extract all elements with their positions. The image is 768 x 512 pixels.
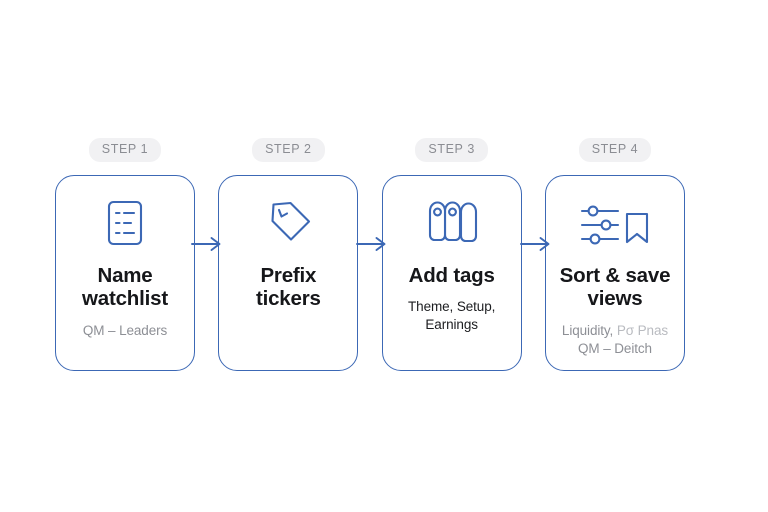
card-title-line1: Sort & save <box>559 263 671 287</box>
document-list-icon <box>103 194 147 256</box>
card-subtitle-line1: QM – Leaders <box>82 323 168 339</box>
card-subtitle-1: QM – Leaders <box>83 322 167 340</box>
step-group-2: STEP 2 Prefix tickers <box>218 138 359 371</box>
card-title-2: Prefix tickers <box>256 264 321 312</box>
card-subtitle-3: Theme, Setup, Earnings <box>408 298 495 334</box>
arrow-step2-to-step3 <box>355 233 389 255</box>
steps-row: STEP 1 Name watchlist <box>55 138 685 371</box>
card-subtitle-line1: Theme, Setup, <box>408 299 496 315</box>
multiple-tags-icon <box>423 194 481 256</box>
step-group-4: STEP 4 Sort & save views <box>544 138 685 371</box>
card-subtitle-4: Liquidity, Pσ Pnas QM – Deitch <box>562 322 668 358</box>
tag-icon <box>260 194 316 256</box>
step-badge-3: STEP 3 <box>415 138 488 162</box>
step-badge-1: STEP 1 <box>88 138 162 162</box>
card-subtitle-line2: QM – Deitch <box>578 340 652 356</box>
step-card-1[interactable]: Name watchlist QM – Leaders <box>55 174 195 371</box>
card-title-line1: Add tags <box>408 263 495 287</box>
sliders-bookmark-icon <box>577 194 653 256</box>
step-card-2[interactable]: Prefix tickers <box>218 174 359 371</box>
card-title-line2: watchlist <box>82 287 168 311</box>
card-subtitle-line1: Liquidity, Pσ Pnas <box>562 322 668 340</box>
step-group-3: STEP 3 Add tags Theme, Setup, E <box>381 138 522 371</box>
card-title-line2: views <box>587 287 643 311</box>
card-subtitle-line1-faded: Pσ Pnas <box>616 323 669 339</box>
arrow-step1-to-step2 <box>190 233 224 255</box>
card-title-4: Sort & save views <box>560 264 671 312</box>
step-card-3[interactable]: Add tags Theme, Setup, Earnings <box>381 174 522 371</box>
card-title-1: Name watchlist <box>82 264 168 312</box>
card-subtitle-line1-main: Liquidity, <box>561 323 617 339</box>
arrow-step3-to-step4 <box>519 233 553 255</box>
card-title-3: Add tags <box>409 264 495 288</box>
card-subtitle-line2: Earnings <box>425 317 478 333</box>
step-badge-2: STEP 2 <box>252 138 325 162</box>
card-title-line2: tickers <box>255 287 321 311</box>
card-title-line1: Prefix <box>260 263 317 287</box>
step-badge-4: STEP 4 <box>578 138 652 162</box>
step-card-4[interactable]: Sort & save views Liquidity, Pσ Pnas QM … <box>544 174 685 371</box>
card-title-line1: Name <box>97 263 153 287</box>
step-group-1: STEP 1 Name watchlist <box>55 138 195 371</box>
